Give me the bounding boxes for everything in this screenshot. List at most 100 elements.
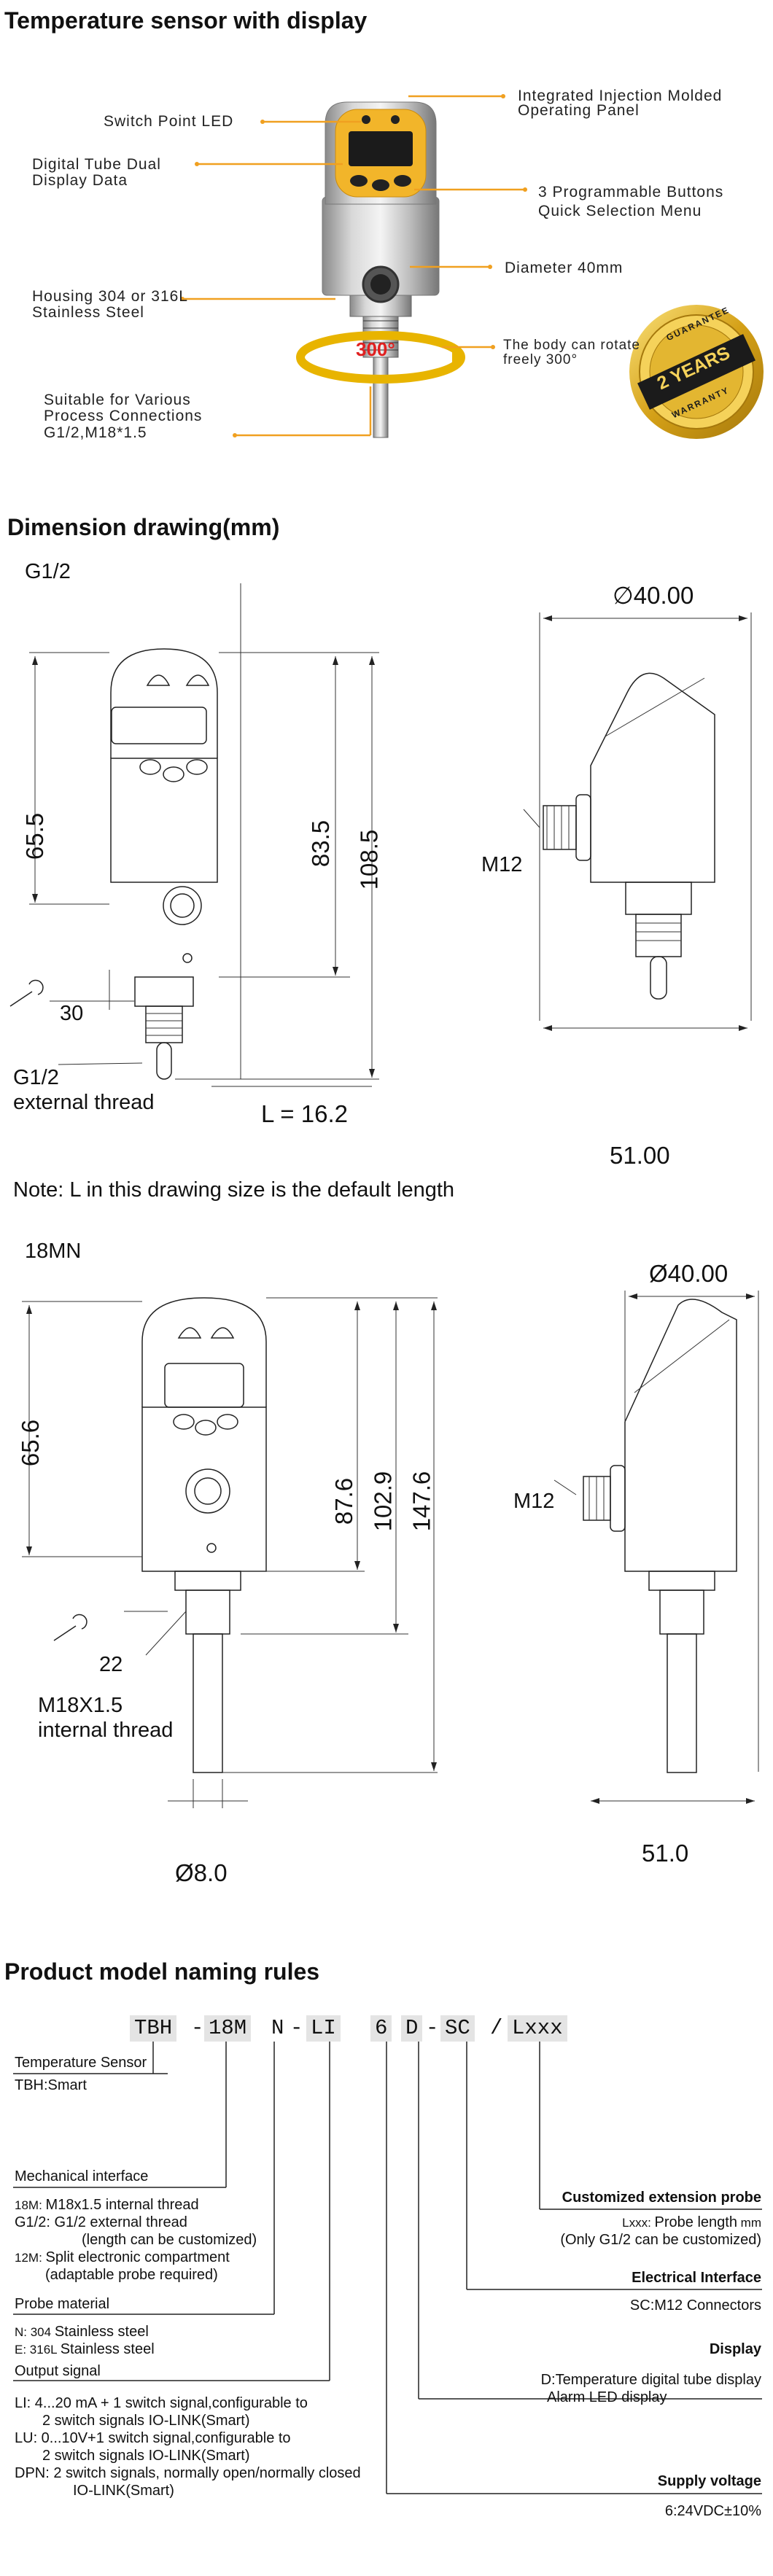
mech-1-code: 18M: — [15, 2198, 46, 2212]
code-d: D — [401, 2015, 423, 2042]
rotation-arrow-icon — [452, 344, 464, 367]
probe-2-desc: Stainless steel — [60, 2341, 155, 2357]
ext-2: (Only G1/2 can be customized) — [560, 2232, 761, 2248]
callout-digital-tube-2: Display Data — [32, 172, 128, 189]
mech-1-desc: M18x1.5 internal thread — [45, 2197, 199, 2213]
code-sep-1: - — [191, 2016, 204, 2040]
ext-head: Customized extension probe — [562, 2190, 761, 2206]
probe-1-code: N: 304 — [15, 2325, 55, 2339]
m18-drawing — [22, 1291, 759, 1808]
callout-switch-led: Switch Point LED — [104, 113, 234, 130]
g12-wrench: 30 — [60, 1002, 84, 1025]
m18-dim-65: 65.6 — [17, 1419, 44, 1467]
out-2: 2 switch signals IO-LINK(Smart) — [42, 2413, 250, 2429]
callout-diameter: Diameter 40mm — [505, 260, 624, 276]
mech-2: G1/2: G1/2 external thread — [15, 2214, 187, 2231]
mech-4-desc: Split electronic compartment — [45, 2249, 230, 2265]
section1-title: Temperature sensor with display — [4, 7, 368, 34]
callout-panel: Integrated Injection Molded — [518, 87, 723, 104]
g12-width: 51.00 — [610, 1142, 670, 1169]
out-4: 2 switch signals IO-LINK(Smart) — [42, 2448, 250, 2464]
wrench-icon-2 — [53, 1614, 88, 1641]
code-18m: 18M — [204, 2015, 252, 2042]
section3-title: Product model naming rules — [4, 1958, 320, 1985]
probe — [373, 349, 389, 438]
out-1: LI: 4...20 mA + 1 switch signal,configur… — [15, 2395, 308, 2411]
button-icon-2 — [372, 179, 389, 191]
button-icon-3 — [394, 175, 411, 187]
code-tbh: TBH — [130, 2015, 177, 2042]
callout-suitable-3: G1/2,M18*1.5 — [44, 424, 147, 441]
naming-connectors — [13, 2042, 762, 2494]
disp-head: Display — [709, 2341, 761, 2357]
section2-title: Dimension drawing(mm) — [7, 514, 280, 540]
led-icon — [362, 115, 370, 124]
wrench-icon — [9, 979, 44, 1007]
code-sep-3: - — [426, 2016, 439, 2040]
probe-2: E: 316L Stainless steel — [15, 2340, 155, 2359]
mech-4-code: 12M: — [15, 2251, 46, 2265]
supply-1: 6:24VDC±10% — [664, 2503, 761, 2519]
m18-width: 51.0 — [642, 1840, 689, 1867]
mech-2-desc: G1/2 external thread — [54, 2214, 187, 2230]
ext-1-desc: Probe length — [654, 2214, 737, 2230]
probe-1: N: 304 Stainless steel — [15, 2323, 149, 2341]
callout-housing: Housing 304 or 316L — [32, 288, 188, 305]
mech-head: Mechanical interface — [15, 2168, 149, 2184]
m18-wrench: 22 — [99, 1653, 123, 1676]
elec-head: Electrical Interface — [632, 2270, 761, 2286]
led-icon-2 — [391, 115, 400, 124]
digital-display — [349, 131, 413, 166]
m18-dim-87: 87.6 — [330, 1477, 358, 1525]
disp-2: Alarm LED display — [547, 2389, 667, 2405]
m18-diameter: Ø40.00 — [649, 1260, 729, 1287]
sensor-1: TBH:Smart — [15, 2077, 87, 2093]
disp-1: D:Temperature digital tube display — [540, 2372, 761, 2388]
g12-diameter: ∅40.00 — [613, 581, 694, 610]
m18-dim-102: 102.9 — [369, 1471, 397, 1532]
code-6: 6 — [370, 2015, 392, 2042]
m18-thread: M18X1.5 — [38, 1694, 123, 1717]
callout-buttons-2: Quick Selection Menu — [538, 203, 702, 219]
ext-1-unit: mm — [737, 2216, 761, 2230]
code-sep-2: - — [290, 2016, 303, 2040]
diameter-symbol: ∅ — [613, 582, 634, 609]
g12-m12: M12 — [481, 853, 523, 876]
g12-thread: G1/2 — [13, 1066, 59, 1089]
elec-1: SC:M12 Connectors — [629, 2297, 761, 2314]
g12-dim-65: 65.5 — [21, 812, 49, 860]
mech-4: 12M: Split electronic compartment — [15, 2249, 230, 2267]
out-3: LU: 0...10V+1 switch signal,configurable… — [15, 2430, 291, 2446]
callout-suitable-2: Process Connections — [44, 408, 203, 424]
warranty-badge — [629, 305, 764, 439]
callout-suitable: Suitable for Various — [44, 392, 191, 408]
mech-3: (length can be customized) — [82, 2232, 257, 2248]
code-n: N — [267, 2015, 289, 2042]
sensor-head: Temperature Sensor — [15, 2055, 147, 2071]
m18-thread-2: internal thread — [38, 1719, 174, 1742]
product-illustration — [180, 94, 764, 439]
ext-1-code: Lxxx: — [622, 2216, 655, 2230]
mech-5: (adaptable probe required) — [45, 2267, 218, 2283]
button-icon-1 — [350, 175, 368, 187]
probe-1-desc: Stainless steel — [54, 2324, 149, 2340]
m18-probe-dia: Ø8.0 — [175, 1859, 228, 1886]
callout-digital-tube: Digital Tube Dual — [32, 156, 161, 173]
m18-m12: M12 — [513, 1490, 555, 1513]
code-sc: SC — [440, 2015, 475, 2042]
ext-1: Lxxx: Probe length mm — [622, 2214, 761, 2232]
m18-dim-147: 147.6 — [408, 1471, 435, 1532]
rotation-marker: 300° — [356, 338, 395, 360]
g12-thread-2: external thread — [13, 1091, 155, 1114]
callout-panel-2: Operating Panel — [518, 102, 640, 119]
code-lxxx: Lxxx — [508, 2015, 567, 2042]
code-sep-4: / — [490, 2016, 503, 2040]
callout-rotate-2: freely 300° — [503, 352, 578, 367]
out-6: IO-LINK(Smart) — [73, 2483, 174, 2499]
mech-1: 18M: M18x1.5 internal thread — [15, 2196, 199, 2214]
callout-buttons: 3 Programmable Buttons — [538, 184, 724, 201]
callout-rotate: The body can rotate — [503, 338, 640, 353]
probe-2-code: E: 316L — [15, 2343, 61, 2357]
out-5: DPN: 2 switch signals, normally open/nor… — [15, 2465, 361, 2481]
note: Note: L in this drawing size is the defa… — [13, 1178, 455, 1202]
